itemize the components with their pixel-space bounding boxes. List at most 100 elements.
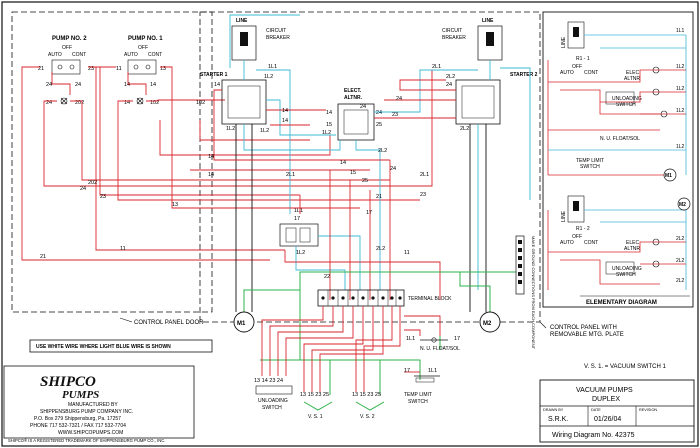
svg-text:2L2: 2L2: [676, 258, 685, 264]
svg-text:SHIPPENSBURG PUMP COMPANY INC.: SHIPPENSBURG PUMP COMPANY INC.: [40, 409, 133, 415]
elementary-diagram: LINE R1 - 1 AUTO CONT OFF ELEC ALTNR UNL…: [547, 21, 691, 306]
svg-text:UNLOADING: UNLOADING: [612, 96, 642, 102]
svg-text:25: 25: [362, 178, 368, 184]
svg-text:21: 21: [376, 194, 382, 200]
svg-text:13 14 23 24: 13 14 23 24: [254, 378, 283, 384]
svg-text:24: 24: [446, 82, 452, 88]
svg-text:REVISION: REVISION: [639, 408, 657, 412]
control-panel-door-label: CONTROL PANEL DOOR: [134, 320, 204, 326]
svg-text:TEMP LIMIT: TEMP LIMIT: [404, 392, 432, 398]
svg-text:1L2: 1L2: [296, 250, 305, 256]
svg-text:1L1: 1L1: [268, 64, 277, 70]
svg-text:14: 14: [214, 82, 220, 88]
pump1-selector: PUMP NO. 1 OFF AUTO CONT 11 13 14 14 14 …: [116, 36, 166, 106]
svg-text:LINE: LINE: [236, 18, 248, 24]
svg-text:TEMP LIMIT: TEMP LIMIT: [576, 158, 604, 164]
title-block: VACUUM PUMPS DUPLEX DRAWN BY DATE REVISI…: [539, 379, 695, 443]
pump2-cont-label: CONT: [72, 52, 86, 58]
vacuum-switch-1: 13 15 23 25 V. S. 1: [300, 392, 333, 420]
svg-text:CIRCUIT: CIRCUIT: [442, 28, 462, 34]
svg-text:1L1: 1L1: [294, 208, 303, 214]
svg-text:USE WHITE WIRE WHERE LIGHT BLU: USE WHITE WIRE WHERE LIGHT BLUE WIRE IS …: [36, 344, 171, 350]
svg-text:17: 17: [294, 216, 300, 222]
svg-text:2L1: 2L1: [286, 172, 295, 178]
unloading-switch: 13 14 23 24 UNLOADING SWITCH: [254, 378, 293, 411]
svg-text:14: 14: [124, 100, 130, 106]
drawing-date: 01/26/04: [594, 416, 621, 423]
svg-text:24: 24: [376, 110, 382, 116]
svg-text:24: 24: [46, 100, 52, 106]
svg-text:2L2: 2L2: [446, 74, 455, 80]
svg-text:25: 25: [376, 122, 382, 128]
svg-text:ELEC: ELEC: [626, 70, 639, 76]
pump1-label: PUMP NO. 1: [128, 36, 163, 42]
pump1-off-label: OFF: [138, 45, 148, 51]
control-panel-plate-label-2: REMOVABLE MTG. PLATE: [550, 332, 624, 338]
svg-text:24: 24: [46, 82, 52, 88]
svg-text:STARTER 2: STARTER 2: [510, 72, 538, 78]
svg-text:N. U. FLOAT/SOL: N. U. FLOAT/SOL: [600, 136, 640, 142]
svg-text:UNLOADING: UNLOADING: [612, 266, 642, 272]
svg-text:2L2: 2L2: [676, 278, 685, 284]
svg-text:ALTNR.: ALTNR.: [344, 95, 363, 101]
svg-text:M1: M1: [665, 173, 672, 179]
svg-text:MANUFACTURED BY: MANUFACTURED BY: [68, 402, 118, 408]
svg-text:SWITCH: SWITCH: [580, 164, 600, 170]
svg-text:17: 17: [404, 368, 410, 374]
svg-text:1L2: 1L2: [322, 130, 331, 136]
svg-text:1L2: 1L2: [226, 126, 235, 132]
panel-labels: CONTROL PANEL DOOR CONTROL PANEL WITH RE…: [119, 317, 624, 338]
svg-text:2L2: 2L2: [376, 246, 385, 252]
control-panel-door-outline: [11, 11, 213, 313]
svg-text:11: 11: [116, 66, 122, 72]
svg-text:23: 23: [100, 194, 106, 200]
svg-text:CONT: CONT: [584, 240, 598, 246]
blue-wiring: [229, 14, 531, 290]
svg-text:24: 24: [360, 104, 366, 110]
electric-alternator: ELECT. ALTNR. 14 24 15 25: [326, 88, 382, 141]
svg-text:1L1: 1L1: [428, 368, 437, 374]
elementary-diagram-panel: [542, 11, 694, 308]
svg-text:15: 15: [350, 170, 356, 176]
svg-text:13 15 23 25: 13 15 23 25: [300, 392, 329, 398]
svg-text:AUTO: AUTO: [560, 240, 574, 246]
svg-text:1L2: 1L2: [260, 128, 269, 134]
svg-text:N. U. FLOAT/SOL: N. U. FLOAT/SOL: [420, 346, 460, 352]
svg-text:13: 13: [160, 66, 166, 72]
svg-text:1L2: 1L2: [676, 144, 685, 150]
svg-text:202: 202: [88, 180, 97, 186]
pump2-auto-label: AUTO: [48, 52, 62, 58]
svg-text:14: 14: [208, 172, 214, 178]
vs1-legend: V. S. 1. = VACUUM SWITCH 1: [584, 364, 667, 370]
svg-text:14: 14: [282, 118, 288, 124]
svg-text:2L1: 2L1: [420, 172, 429, 178]
title-line-1: VACUUM PUMPS: [576, 387, 633, 394]
svg-text:PHONE 717 532-7321 / FAX 717 5: PHONE 717 532-7321 / FAX 717 532-7704: [30, 423, 126, 429]
nu-float-sol: 1L1 17 N. U. FLOAT/SOL: [406, 336, 460, 352]
pump2-selector: PUMP NO. 2 OFF AUTO CONT 21 23 24 24 24 …: [38, 36, 94, 106]
svg-text:14: 14: [282, 108, 288, 114]
control-panel-plate-outline: [199, 11, 541, 323]
svg-text:1L2: 1L2: [676, 108, 685, 114]
svg-text:13 15 23 25: 13 15 23 25: [352, 392, 381, 398]
svg-text:1L1: 1L1: [676, 28, 685, 34]
svg-text:CONT: CONT: [584, 70, 598, 76]
svg-text:17: 17: [366, 210, 372, 216]
diagram-number: Wiring Diagram No. 42375: [552, 432, 635, 439]
svg-text:1L1: 1L1: [406, 336, 415, 342]
svg-text:24: 24: [75, 82, 81, 88]
starter-2: STARTER 2 24 2L2 2L2: [446, 72, 538, 132]
svg-text:LINE: LINE: [482, 18, 494, 24]
svg-text:ALTNR: ALTNR: [624, 246, 640, 252]
vacuum-switch-2: 13 15 23 25 V. S. 2: [352, 392, 385, 420]
svg-text:14: 14: [326, 110, 332, 116]
svg-text:DRAWN BY: DRAWN BY: [543, 408, 564, 412]
svg-text:UNLOADING: UNLOADING: [258, 398, 288, 404]
svg-text:14: 14: [124, 82, 130, 88]
svg-text:14: 14: [340, 160, 346, 166]
pump1-auto-label: AUTO: [124, 52, 138, 58]
svg-text:SWITCH: SWITCH: [616, 102, 636, 108]
white-wire-note: USE WHITE WIRE WHERE LIGHT BLUE WIRE IS …: [29, 339, 213, 353]
